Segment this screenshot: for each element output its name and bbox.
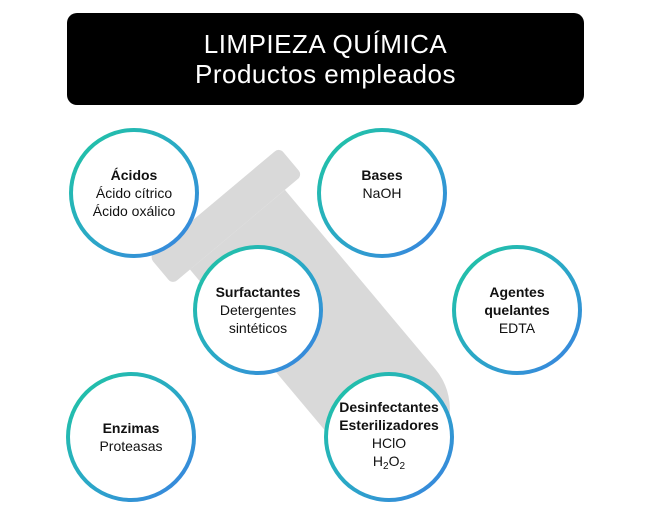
header-title: LIMPIEZA QUÍMICA bbox=[203, 29, 448, 59]
formula-h-sub: 2 bbox=[383, 461, 389, 472]
enzimas-title: Enzimas bbox=[102, 420, 160, 436]
formula-h: H bbox=[372, 453, 384, 469]
header-banner: LIMPIEZA QUÍMICA Productos empleados bbox=[67, 13, 584, 105]
desinfectantes-line-1: HClO bbox=[371, 435, 407, 451]
header-subtitle: Productos empleados bbox=[195, 59, 456, 89]
acidos-title: Ácidos bbox=[110, 167, 158, 183]
enzimas-line-1: Proteasas bbox=[99, 438, 163, 454]
quelantes-title-1: Agentes bbox=[489, 284, 545, 300]
bases-title: Bases bbox=[361, 167, 403, 183]
circle-bases: Bases NaOH bbox=[317, 128, 447, 258]
circle-surfactantes: Surfactantes Detergentes sintéticos bbox=[193, 245, 323, 375]
formula-o-sub: 2 bbox=[399, 461, 406, 472]
quelantes-line-1: EDTA bbox=[498, 320, 536, 336]
bases-line-1: NaOH bbox=[362, 185, 402, 201]
surfactantes-title: Surfactantes bbox=[215, 284, 301, 300]
circle-quelantes: Agentes quelantes EDTA bbox=[452, 245, 582, 375]
formula-o: O bbox=[388, 453, 400, 469]
desinfectantes-formula: H2O2 bbox=[373, 452, 405, 476]
circle-acidos: Ácidos Ácido cítrico Ácido oxálico bbox=[69, 128, 199, 258]
acidos-line-2: Ácido oxálico bbox=[92, 203, 176, 219]
circle-enzimas: Enzimas Proteasas bbox=[66, 372, 196, 502]
circle-desinfectantes: Desinfectantes Esterilizadores HClO H2O2 bbox=[324, 372, 454, 502]
quelantes-title-2: quelantes bbox=[484, 302, 550, 318]
desinfectantes-title-2: Esterilizadores bbox=[339, 417, 439, 433]
acidos-line-1: Ácido cítrico bbox=[95, 185, 173, 201]
surfactantes-line-2: sintéticos bbox=[228, 320, 288, 336]
desinfectantes-title-1: Desinfectantes bbox=[339, 399, 439, 415]
surfactantes-line-1: Detergentes bbox=[219, 302, 297, 318]
